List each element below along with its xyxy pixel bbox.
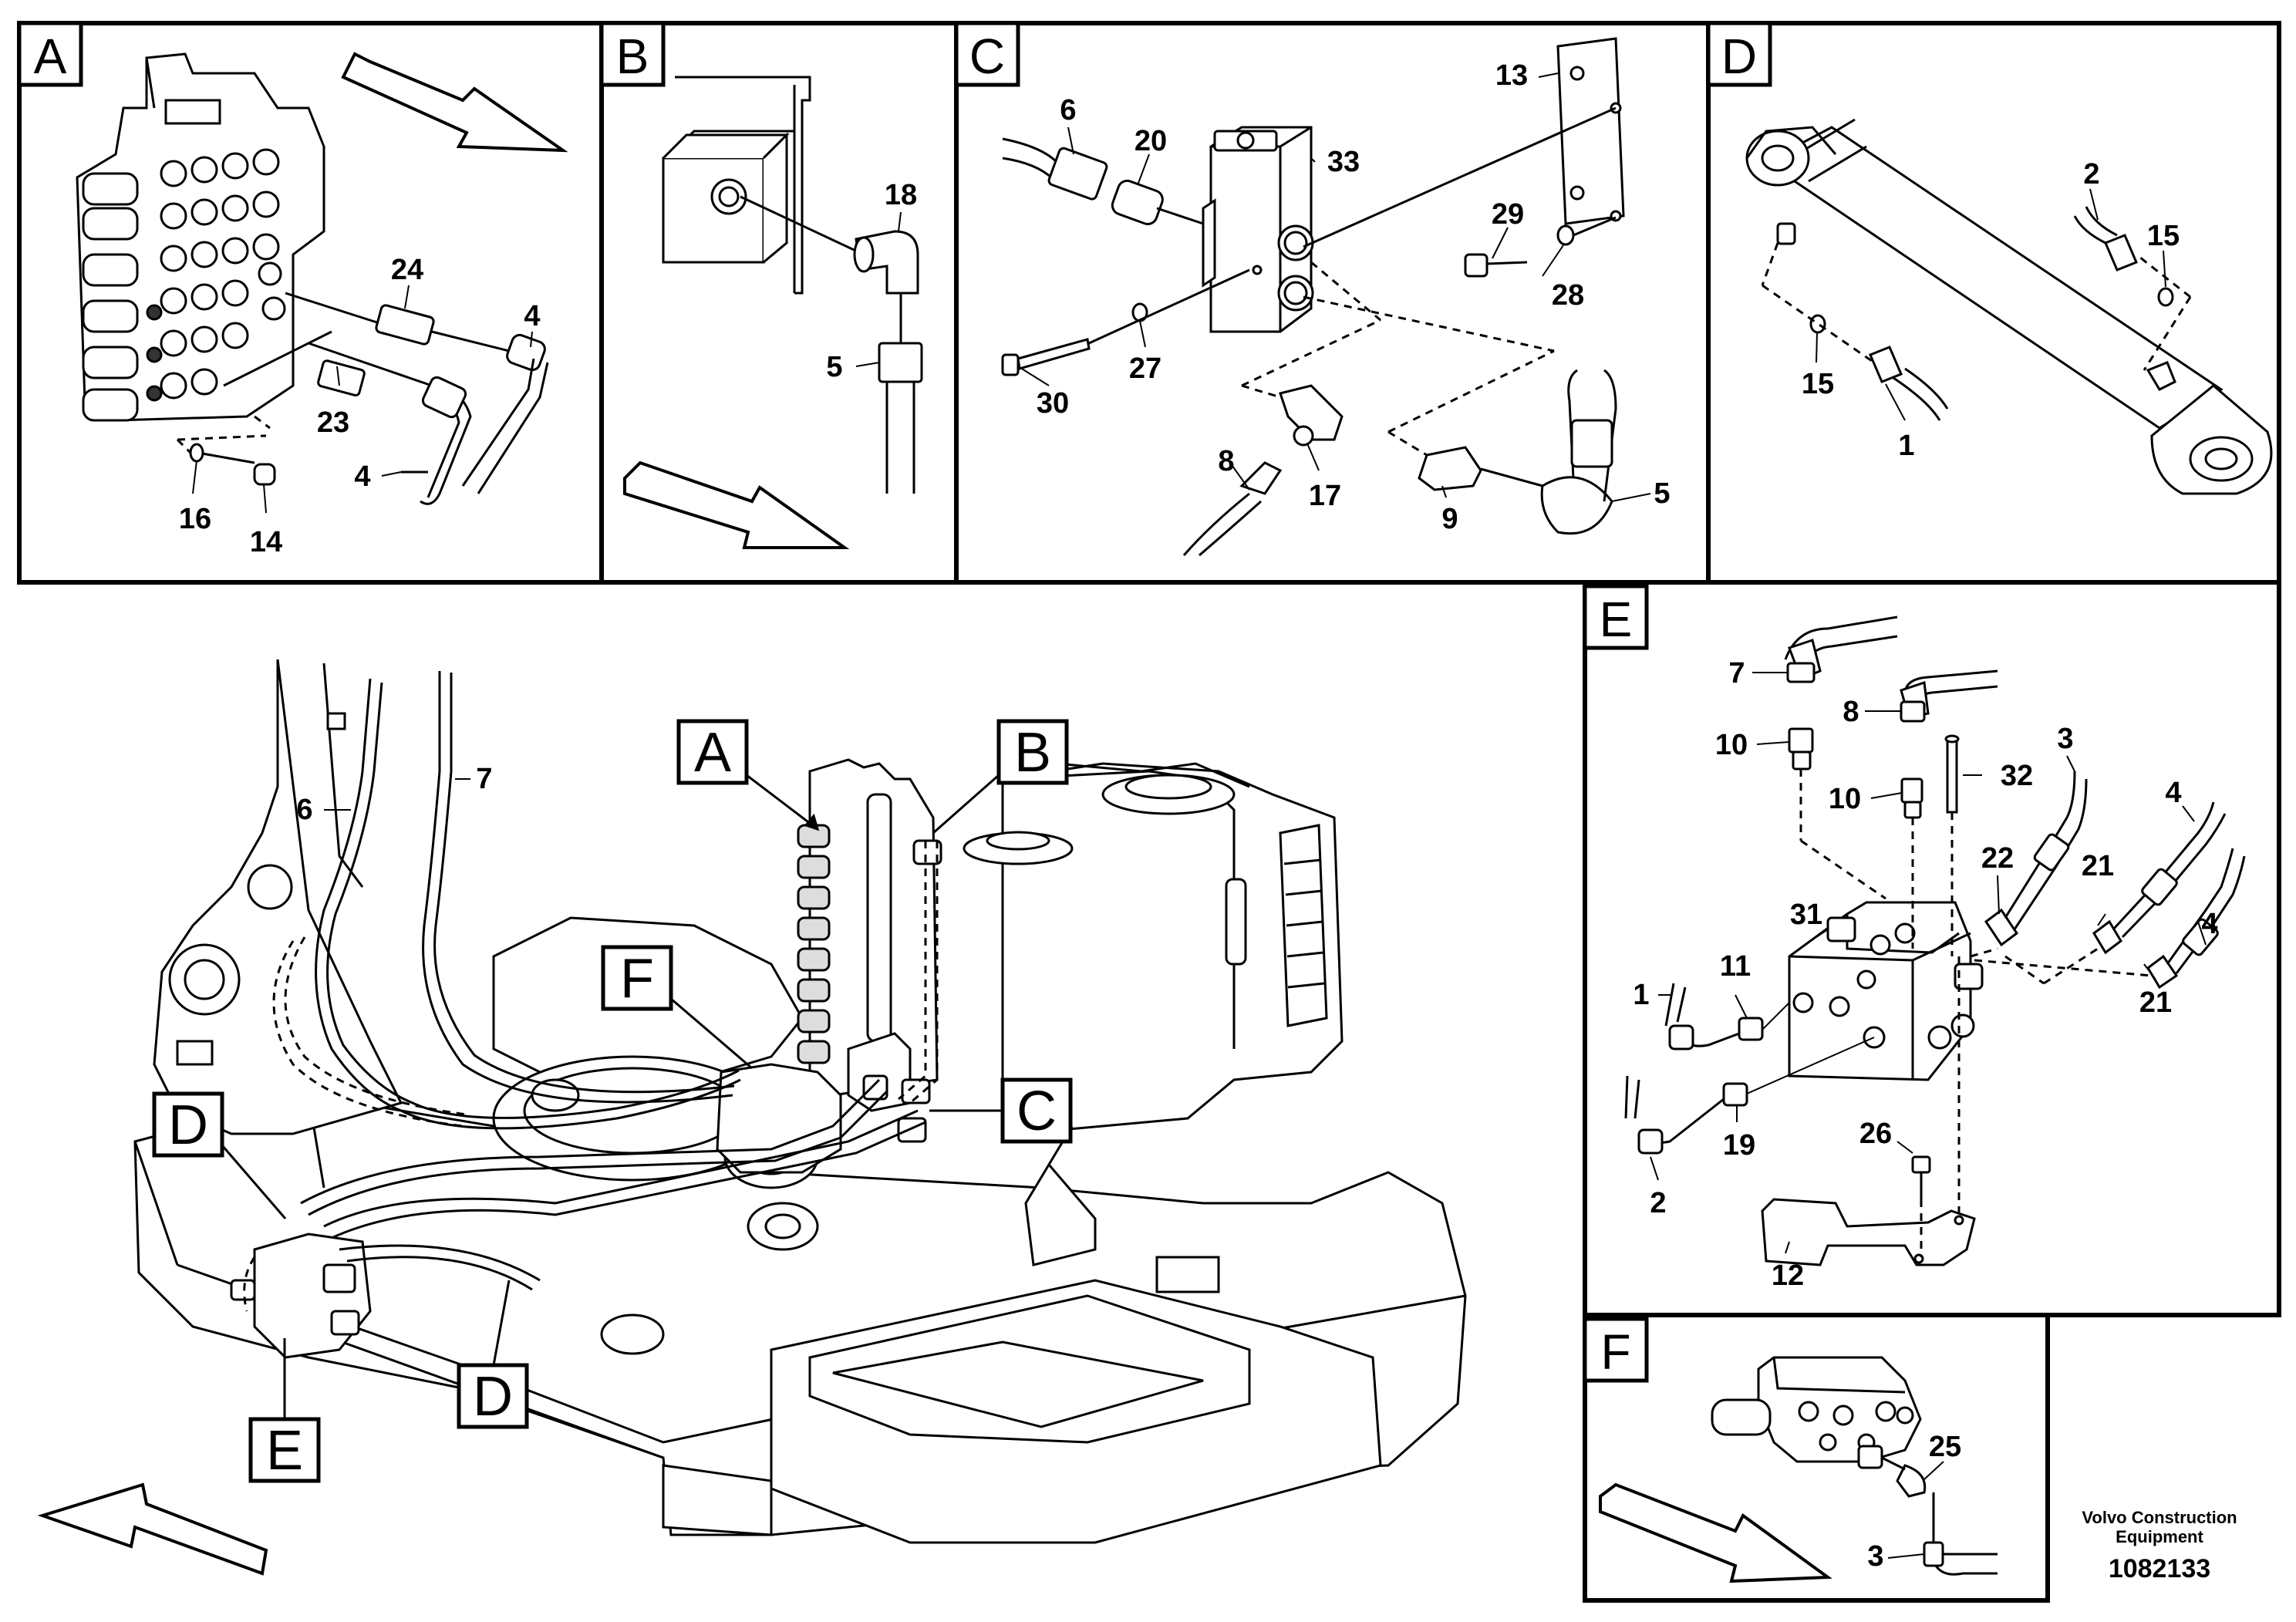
swing-motor-valves bbox=[716, 1032, 931, 1174]
panel-frames bbox=[17, 21, 2281, 1603]
label-9: 9 bbox=[1441, 503, 1458, 535]
company-line-1: Volvo Construction bbox=[2082, 1508, 2237, 1527]
label-2: 2 bbox=[1650, 1187, 1666, 1219]
label-4: 4 bbox=[524, 300, 540, 332]
label-31: 31 bbox=[1790, 899, 1822, 931]
label-32: 32 bbox=[2001, 760, 2033, 792]
label-4b: 4 bbox=[354, 460, 370, 493]
label-28: 28 bbox=[1552, 279, 1584, 312]
callout-b: B bbox=[1014, 722, 1051, 784]
panel-a: A bbox=[17, 21, 568, 558]
control-valve-bank bbox=[76, 52, 325, 422]
label-29: 29 bbox=[1492, 198, 1524, 231]
label-14: 14 bbox=[250, 526, 282, 558]
panel-f: F 25 3 bbox=[1583, 1317, 1998, 1583]
label-17: 17 bbox=[1309, 480, 1341, 512]
label-13: 13 bbox=[1495, 59, 1528, 92]
label-16: 16 bbox=[179, 503, 211, 535]
panel-f-letter: F bbox=[1600, 1324, 1630, 1380]
callout-f: F bbox=[620, 948, 654, 1010]
hose-label-6: 6 bbox=[296, 794, 312, 826]
label-7: 7 bbox=[1728, 657, 1745, 690]
panel-c-letter: C bbox=[969, 29, 1005, 84]
lower-frame bbox=[662, 1256, 1382, 1544]
callout-e: E bbox=[266, 1420, 303, 1482]
panel-a-leaders bbox=[192, 285, 533, 514]
company-line-2: Equipment bbox=[2116, 1527, 2203, 1546]
label-25: 25 bbox=[1929, 1431, 1961, 1463]
label-19: 19 bbox=[1723, 1129, 1755, 1162]
hydraulic-tank bbox=[963, 762, 1344, 1266]
panel-e: E bbox=[1583, 584, 2246, 1292]
label-15b: 15 bbox=[1802, 368, 1834, 400]
panel-a-letter: A bbox=[34, 29, 67, 84]
callout-d: D bbox=[168, 1094, 208, 1156]
label-30: 30 bbox=[1037, 387, 1069, 420]
panel-c: C bbox=[954, 21, 1671, 557]
label-10: 10 bbox=[1715, 729, 1748, 761]
label-20: 20 bbox=[1135, 125, 1167, 157]
label-1: 1 bbox=[1633, 979, 1649, 1011]
label-15: 15 bbox=[2147, 220, 2180, 252]
label-21: 21 bbox=[2082, 850, 2114, 882]
label-5: 5 bbox=[826, 351, 842, 383]
panel-b-letter: B bbox=[616, 29, 649, 84]
label-22: 22 bbox=[1981, 842, 2014, 875]
direction-arrow bbox=[37, 1482, 268, 1576]
label-1: 1 bbox=[1898, 430, 1914, 462]
label-26: 26 bbox=[1859, 1118, 1892, 1150]
hose-label-7: 7 bbox=[476, 763, 492, 795]
panel-d: D bbox=[1706, 21, 2273, 495]
label-3: 3 bbox=[2057, 723, 2073, 755]
panel-d-letter: D bbox=[1721, 29, 1757, 84]
footer: Volvo Construction Equipment 1082133 bbox=[2082, 1508, 2237, 1583]
panel-a-fittings bbox=[176, 292, 549, 505]
dashed-routing bbox=[243, 841, 939, 1312]
label-5c: 5 bbox=[1654, 477, 1670, 510]
label-11: 11 bbox=[1720, 950, 1751, 983]
boom-hoses bbox=[300, 671, 926, 1291]
swing-bracket bbox=[153, 659, 403, 1135]
label-8: 8 bbox=[1843, 696, 1859, 728]
direction-arrow bbox=[341, 52, 568, 153]
label-2: 2 bbox=[2083, 158, 2099, 191]
label-4b: 4 bbox=[2201, 908, 2217, 940]
label-33: 33 bbox=[1327, 146, 1360, 178]
label-23: 23 bbox=[317, 406, 349, 439]
label-24: 24 bbox=[391, 254, 423, 286]
document-number: 1082133 bbox=[2109, 1554, 2210, 1583]
label-18: 18 bbox=[885, 179, 917, 211]
label-8: 8 bbox=[1218, 445, 1234, 477]
label-3: 3 bbox=[1867, 1540, 1883, 1573]
callout-d-lower: D bbox=[473, 1366, 513, 1428]
e-valve-block bbox=[230, 1233, 372, 1359]
panel-b: B 18 5 bbox=[599, 21, 923, 549]
direction-arrow bbox=[623, 460, 850, 549]
main-callout-boxes bbox=[152, 719, 1073, 1483]
label-6: 6 bbox=[1060, 94, 1076, 126]
direction-arrow bbox=[1599, 1482, 1832, 1583]
label-21b: 21 bbox=[2139, 986, 2172, 1019]
main-callout-leaders bbox=[221, 774, 1003, 1419]
label-4: 4 bbox=[2165, 777, 2181, 809]
callout-a: A bbox=[694, 722, 731, 784]
label-10b: 10 bbox=[1829, 783, 1861, 815]
label-27: 27 bbox=[1129, 352, 1161, 385]
callout-c: C bbox=[1017, 1081, 1057, 1142]
label-12: 12 bbox=[1772, 1259, 1804, 1292]
main-assembly-view: A B F C D D E 6 7 bbox=[37, 659, 1467, 1576]
panel-e-letter: E bbox=[1600, 592, 1633, 647]
